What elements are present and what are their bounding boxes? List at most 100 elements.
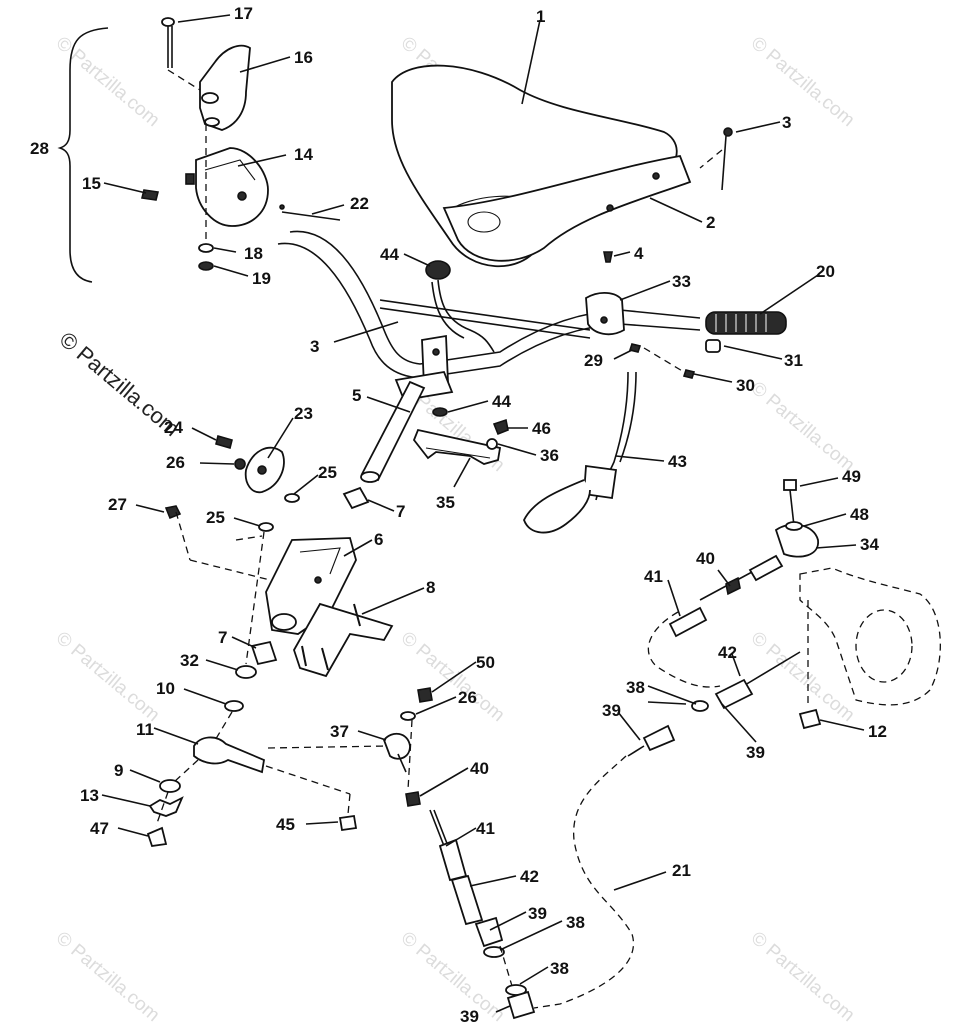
engine-housing-phantom (799, 567, 941, 708)
callout-22: 22 (350, 194, 369, 213)
pin-17 (161, 17, 175, 68)
callout-25: 25 (318, 463, 337, 482)
cable-assembly-horizontal (627, 479, 819, 757)
screw-15 (141, 189, 159, 201)
washer-9 (159, 779, 181, 793)
washer-18 (198, 243, 214, 253)
callout-7: 7 (396, 502, 405, 521)
washer-25-lower (258, 522, 274, 532)
callout-6: 6 (374, 530, 383, 549)
callout-21: 21 (672, 861, 691, 880)
screw-24 (215, 435, 233, 449)
nut-40-lower (405, 791, 421, 807)
callout-44: 44 (380, 245, 399, 264)
screw-46 (492, 418, 509, 436)
watermark-tile: © Partzilla.com (747, 33, 859, 131)
callout-44: 44 (492, 392, 511, 411)
parts-drawing: 1 2 3 3 4 5 6 7 7 8 9 10 11 12 13 14 15 … (30, 4, 941, 1026)
switch-housing-14 (195, 147, 269, 227)
washer-32 (235, 665, 257, 679)
callout-24: 24 (164, 418, 183, 437)
callout-29: 29 (584, 351, 603, 370)
callout-14: 14 (294, 145, 313, 164)
nut-12 (798, 708, 822, 730)
watermark-tile: © Partzilla.com (747, 928, 859, 1026)
callout-38: 38 (550, 959, 569, 978)
watermark-tile: © Partzilla.com (747, 628, 859, 726)
nut-50 (417, 687, 433, 703)
bushing-7-upper (342, 486, 370, 510)
bolt-45 (338, 814, 358, 832)
callout-30: 30 (736, 376, 755, 395)
callout-7: 7 (218, 628, 227, 647)
callout-45: 45 (276, 815, 295, 834)
grommet-44 (432, 407, 448, 417)
callout-40: 40 (696, 549, 715, 568)
washer-26-upper (234, 458, 246, 470)
callout-39: 39 (528, 904, 547, 923)
callout-33: 33 (672, 272, 691, 291)
callout-39: 39 (460, 1007, 479, 1026)
screw-3-right (699, 127, 733, 191)
callout-3: 3 (310, 337, 319, 356)
callout-37: 37 (330, 722, 349, 741)
throttle-block-33 (585, 292, 625, 336)
seat-pan-2 (442, 154, 692, 262)
bushing-7-lower (250, 640, 278, 666)
callout-4: 4 (634, 244, 644, 263)
nut-19 (198, 261, 214, 271)
callout-49: 49 (842, 467, 861, 486)
watermark-tile: © Partzilla.com (52, 33, 164, 131)
washer-36 (486, 438, 498, 450)
callout-15: 15 (82, 174, 101, 193)
callout-31: 31 (784, 351, 803, 370)
callout-26: 26 (166, 453, 185, 472)
tether-43 (523, 371, 637, 534)
cable-routing-21 (533, 611, 721, 1009)
ball-joint-37 (382, 732, 411, 760)
callout-40: 40 (470, 759, 489, 778)
callout-39: 39 (746, 743, 765, 762)
callout-8: 8 (426, 578, 435, 597)
callout-1: 1 (536, 7, 545, 26)
callout-36: 36 (540, 446, 559, 465)
callout-41: 41 (644, 567, 663, 586)
callout-27: 27 (108, 495, 127, 514)
screw-29 (628, 343, 642, 353)
callout-10: 10 (156, 679, 175, 698)
callout-42: 42 (520, 867, 539, 886)
handlebar-3 (289, 230, 701, 365)
callout-26: 26 (458, 688, 477, 707)
callout-labels: 1 2 3 3 4 5 6 7 7 8 9 10 11 12 13 14 15 … (30, 4, 887, 1026)
bolt-47 (146, 826, 168, 847)
clamp-35 (412, 428, 502, 465)
callout-2: 2 (706, 213, 715, 232)
callout-42: 42 (718, 643, 737, 662)
callout-13: 13 (80, 786, 99, 805)
callout-3: 3 (782, 113, 791, 132)
steering-arm-11 (193, 736, 266, 774)
leader-lines (101, 14, 865, 1013)
watermark-tile: © Partzilla.com (52, 928, 164, 1026)
callout-38: 38 (566, 913, 585, 932)
watermark-tile: © Partzilla.com (747, 378, 859, 476)
callout-35: 35 (436, 493, 455, 512)
callout-32: 32 (180, 651, 199, 670)
callout-20: 20 (816, 262, 835, 281)
callout-28: 28 (30, 139, 49, 158)
watermark-tile: © Partzilla.com (397, 628, 509, 726)
callout-48: 48 (850, 505, 869, 524)
watermark-tile: © Partzilla.com (52, 628, 164, 726)
cap-31 (705, 339, 721, 353)
callout-47: 47 (90, 819, 109, 838)
callout-41: 41 (476, 819, 495, 838)
callout-16: 16 (294, 48, 313, 67)
callout-12: 12 (868, 722, 887, 741)
callout-43: 43 (668, 452, 687, 471)
assembly-lines (155, 69, 513, 987)
washer-26-lower (400, 711, 416, 721)
steering-column-5 (360, 380, 426, 482)
cable-assembly-vertical (429, 809, 536, 1020)
column-support-6 (265, 537, 357, 635)
